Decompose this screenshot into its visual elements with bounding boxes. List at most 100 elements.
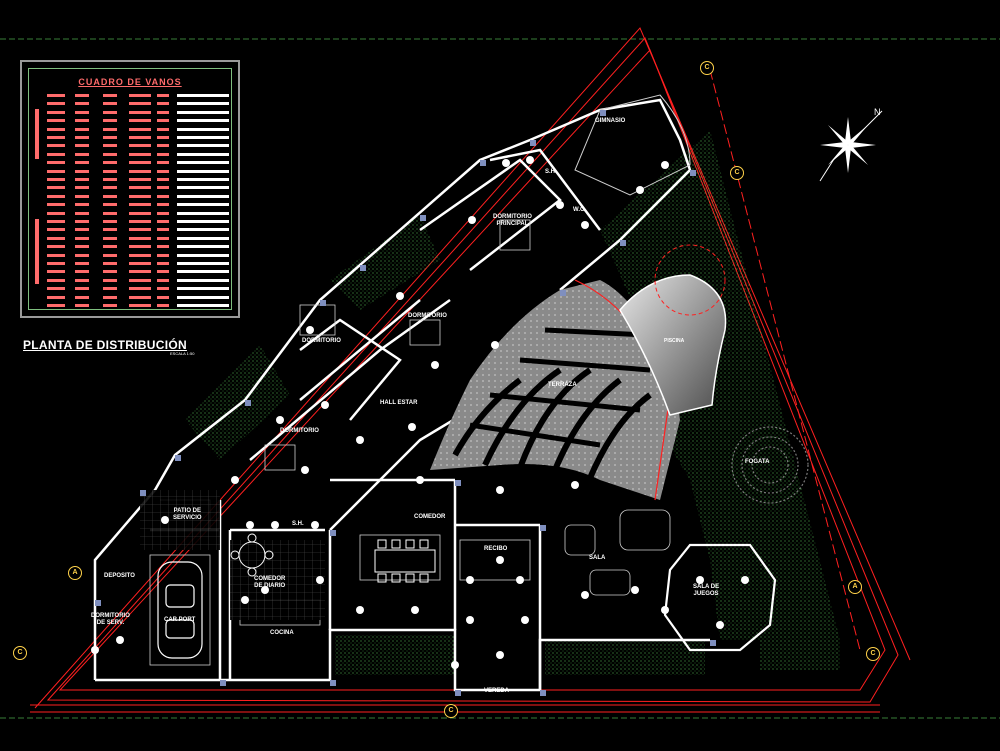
schedule-row	[37, 287, 229, 291]
schedule-cell	[47, 278, 65, 282]
schedule-cell	[177, 262, 229, 265]
schedule-cell	[157, 161, 169, 165]
schedule-cell	[157, 169, 169, 173]
schedule-cell	[129, 102, 151, 106]
schedule-cell	[47, 144, 65, 148]
schedule-cell	[47, 220, 65, 223]
schedule-cell	[177, 161, 229, 165]
schedule-cell	[129, 169, 151, 173]
schedule-row	[37, 119, 229, 123]
schedule-cell	[103, 304, 117, 307]
schedule-cell	[129, 136, 151, 139]
schedule-cell	[177, 228, 229, 232]
schedule-cell	[177, 253, 229, 257]
schedule-cell	[47, 94, 65, 97]
schedule-cell	[129, 287, 151, 291]
schedule-cell	[47, 270, 65, 274]
schedule-cell	[157, 270, 169, 274]
schedule-cell	[103, 144, 117, 148]
axis-marker-c-left: C	[13, 646, 27, 660]
schedule-row	[37, 211, 229, 215]
schedule-row	[37, 262, 229, 265]
axis-marker-c-right: C	[866, 647, 880, 661]
schedule-cell	[157, 253, 169, 257]
schedule-cell	[129, 203, 151, 207]
plan-title: PLANTA DE DISTRIBUCIÓN	[23, 338, 187, 352]
schedule-row	[37, 245, 229, 249]
schedule-cell	[157, 152, 169, 156]
schedule-row	[37, 161, 229, 165]
schedule-cell	[177, 136, 229, 139]
room-label-wc: W.C.	[573, 207, 586, 213]
schedule-cell	[75, 211, 89, 215]
schedule-cell	[103, 228, 117, 232]
schedule-cell	[129, 211, 151, 215]
schedule-cell	[47, 295, 65, 299]
schedule-cell	[75, 169, 89, 173]
schedule-cell	[177, 211, 229, 215]
schedule-row	[37, 270, 229, 274]
schedule-cell	[75, 110, 89, 114]
schedule-cell	[177, 144, 229, 148]
schedule-cell	[75, 278, 89, 282]
room-label-hall-estar: HALL ESTAR	[380, 400, 418, 406]
schedule-cell	[177, 220, 229, 223]
schedule-cell	[157, 127, 169, 131]
schedule-cell	[157, 110, 169, 114]
schedule-cell	[157, 304, 169, 307]
room-label-deposito: DEPOSITO	[104, 573, 135, 579]
room-label-vereda: VEREDA	[484, 688, 510, 694]
schedule-marker	[35, 109, 39, 159]
schedule-row	[37, 169, 229, 173]
schedule-cell	[47, 262, 65, 265]
schedule-cell	[75, 136, 89, 139]
schedule-cell	[177, 295, 229, 299]
schedule-cell	[47, 287, 65, 291]
schedule-cell	[157, 278, 169, 282]
schedule-cell	[47, 152, 65, 156]
schedule-cell	[103, 295, 117, 299]
schedule-cell	[129, 152, 151, 156]
schedule-cell	[75, 295, 89, 299]
schedule-cell	[75, 228, 89, 232]
room-label-patio-servicio: PATIO DE SERVICIO	[173, 508, 202, 521]
schedule-cell	[129, 278, 151, 282]
schedule-cell	[177, 236, 229, 240]
schedule-cell	[103, 203, 117, 207]
schedule-cell	[103, 169, 117, 173]
schedule-row	[37, 220, 229, 223]
schedule-row	[37, 127, 229, 131]
schedule-cell	[103, 110, 117, 114]
schedule-cell	[129, 194, 151, 198]
schedule-row	[37, 178, 229, 181]
schedule-cell	[129, 253, 151, 257]
schedule-cell	[177, 194, 229, 198]
schedule-cell	[157, 295, 169, 299]
axis-marker-a-right: A	[848, 580, 862, 594]
schedule-cell	[75, 152, 89, 156]
schedule-cell	[47, 203, 65, 207]
schedule-cell	[103, 194, 117, 198]
schedule-row	[37, 304, 229, 307]
schedule-cell	[177, 102, 229, 106]
schedule-cell	[129, 110, 151, 114]
schedule-cell	[103, 161, 117, 165]
schedule-row	[37, 94, 229, 97]
schedule-cell	[75, 194, 89, 198]
schedule-row	[37, 186, 229, 190]
schedule-row	[37, 144, 229, 148]
room-label-sala-juegos: SALA DE JUEGOS	[693, 584, 720, 597]
schedule-cell	[75, 236, 89, 240]
schedule-cell	[47, 178, 65, 181]
schedule-cell	[157, 102, 169, 106]
schedule-cell	[75, 262, 89, 265]
schedule-cell	[129, 161, 151, 165]
schedule-cell	[75, 253, 89, 257]
schedule-cell	[103, 270, 117, 274]
schedule-cell	[47, 304, 65, 307]
schedule-cell	[177, 169, 229, 173]
game-room	[663, 543, 777, 652]
schedule-cell	[157, 203, 169, 207]
door-window-schedule: CUADRO DE VANOS	[20, 60, 240, 318]
schedule-cell	[47, 110, 65, 114]
